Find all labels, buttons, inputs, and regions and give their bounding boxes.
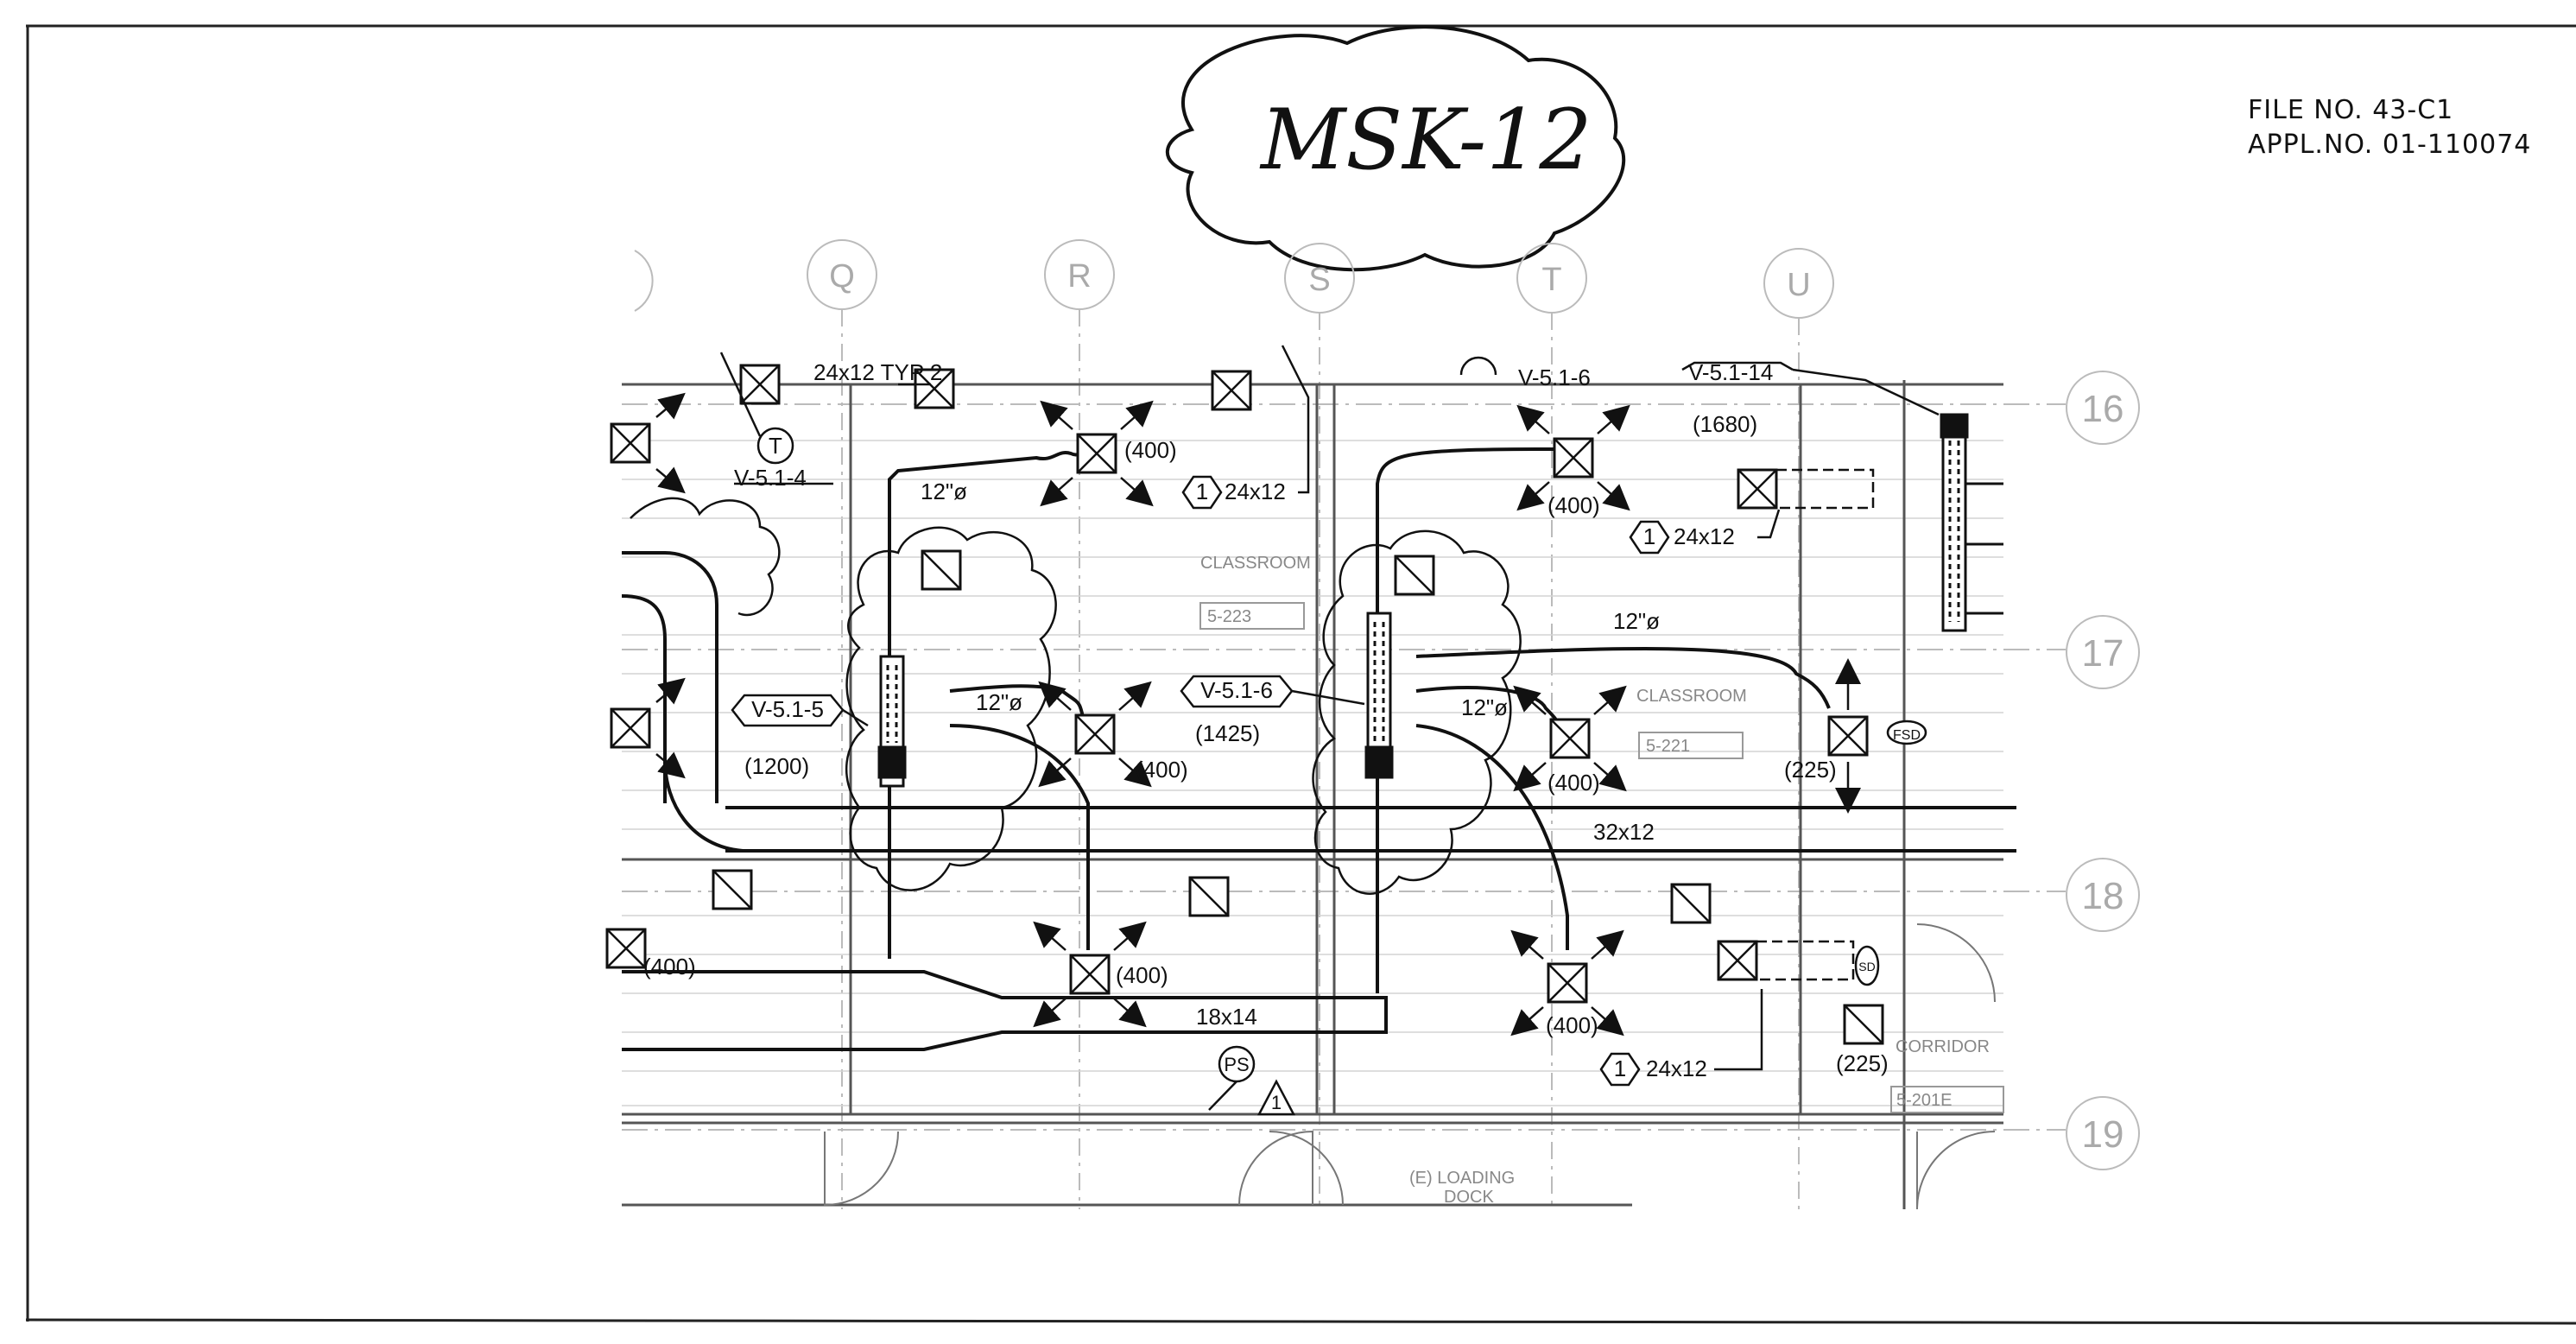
tag-v514: V-5.1-4 — [734, 465, 807, 491]
walls — [622, 380, 2003, 1209]
elbow-duct-left — [621, 551, 744, 853]
grid-rows — [622, 371, 2140, 1170]
duct-12-b: 12"ø — [976, 689, 1022, 715]
tag-v516-b: V-5.1-6 — [1200, 677, 1273, 703]
main-duct-32x12 — [725, 806, 2016, 853]
duct-32x12: 32x12 — [1593, 819, 1655, 845]
flow-400-b: (400) — [1136, 757, 1188, 783]
tag-ps: PS — [1224, 1054, 1249, 1075]
tag-shapes — [731, 356, 1927, 1116]
vav-box-v515 — [877, 655, 907, 788]
branch-duct-18x14 — [622, 970, 1388, 1051]
return-grille-5 — [1717, 940, 1855, 981]
sheet-border — [25, 24, 2576, 1325]
file-number-block: FILE NO. 43-C1 APPL.NO. 01-110074 — [2248, 93, 2531, 162]
duct-24x12-b: 24x12 — [1674, 523, 1735, 549]
grid-col-r: R — [1067, 258, 1091, 295]
grid-row-18: 18 — [2082, 875, 2124, 917]
room-loading: (E) LOADING — [1409, 1169, 1515, 1188]
tag-t: T — [769, 433, 782, 459]
flow-400-c: (400) — [1116, 962, 1168, 988]
tag-typ: 24x12 TYP 2 — [813, 359, 942, 385]
flow-1200: (1200) — [744, 753, 809, 779]
tag-1-triangle: 1 — [1271, 1092, 1282, 1113]
grid-row-17: 17 — [2082, 632, 2124, 675]
diffuser-left-1 — [610, 392, 686, 494]
grid-col-u: U — [1787, 267, 1810, 303]
tag-1-a: 1 — [1196, 479, 1208, 504]
grid-row-19: 19 — [2082, 1113, 2124, 1156]
room-number-c: 5-201E — [1896, 1091, 1953, 1110]
tag-1-b: 1 — [1643, 523, 1655, 549]
room-corridor: CORRIDOR — [1896, 1037, 1990, 1056]
flow-1680: (1680) — [1693, 411, 1757, 437]
diffuser-2 — [1041, 684, 1149, 784]
grid-row-16: 16 — [2082, 388, 2124, 430]
flow-400-g: (400) — [643, 954, 696, 979]
grid-col-s: S — [1308, 262, 1330, 298]
grid-col-q: Q — [829, 258, 855, 295]
tag-fsd: FSD — [1893, 728, 1921, 743]
duct-24x12-c: 24x12 — [1646, 1056, 1707, 1081]
leader-lines — [719, 345, 1940, 1111]
vav-box-v516 — [1364, 612, 1394, 779]
flow-400-a: (400) — [1124, 437, 1177, 463]
door-swings — [824, 923, 1996, 1210]
handwritten-cloud — [1165, 25, 1626, 272]
return-grille-4 — [1737, 468, 1875, 510]
room-number-a: 5-223 — [1207, 607, 1251, 626]
return-grille-3 — [1211, 370, 1252, 411]
appl-no: APPL.NO. 01-110074 — [2248, 130, 2532, 160]
duct-12-a: 12"ø — [921, 479, 967, 504]
room-classroom-b: CLASSROOM — [1636, 687, 1747, 706]
exhaust-grille-5 — [1670, 883, 1712, 924]
duct-18x14: 18x14 — [1196, 1004, 1257, 1030]
exhaust-grille-1 — [921, 549, 962, 591]
tag-sd: SD — [1858, 960, 1875, 973]
flow-400-f: (400) — [1546, 1012, 1598, 1038]
tag-v515: V-5.1-5 — [751, 696, 824, 722]
return-grille-1 — [739, 364, 781, 405]
exhaust-grille-6 — [1843, 1004, 1884, 1045]
room-number-b: 5-221 — [1646, 737, 1690, 756]
tag-v5114: V-5.1-14 — [1688, 359, 1773, 385]
exhaust-grille-2 — [1394, 555, 1435, 596]
diffuser-left-2 — [610, 677, 686, 779]
diffuser-7 — [1827, 658, 1869, 814]
duct-12-d: 12"ø — [1461, 694, 1508, 720]
flow-225-a: (225) — [1784, 757, 1837, 783]
flow-400-e: (400) — [1547, 770, 1600, 796]
room-dock: DOCK — [1444, 1188, 1494, 1207]
vav-box-v5114 — [1940, 413, 2003, 632]
grid-col-t: T — [1541, 262, 1561, 298]
flow-400-d: (400) — [1547, 492, 1600, 518]
duct-12-c: 12"ø — [1613, 608, 1660, 634]
diffuser-left-3 — [605, 928, 647, 969]
room-classroom-a: CLASSROOM — [1200, 554, 1311, 573]
tag-v516-a: V-5.1-6 — [1518, 365, 1591, 390]
handwritten-tag: MSK-12 — [1259, 92, 1592, 188]
flow-1425: (1425) — [1195, 720, 1260, 746]
tag-1-c: 1 — [1614, 1056, 1626, 1081]
exhaust-grille-4 — [1188, 876, 1230, 917]
ceiling-grid — [622, 440, 2003, 1106]
duct-24x12-a: 24x12 — [1225, 479, 1286, 504]
flow-225-b: (225) — [1836, 1050, 1889, 1076]
file-no: FILE NO. 43-C1 — [2248, 95, 2454, 125]
exhaust-grille-3 — [712, 869, 753, 910]
